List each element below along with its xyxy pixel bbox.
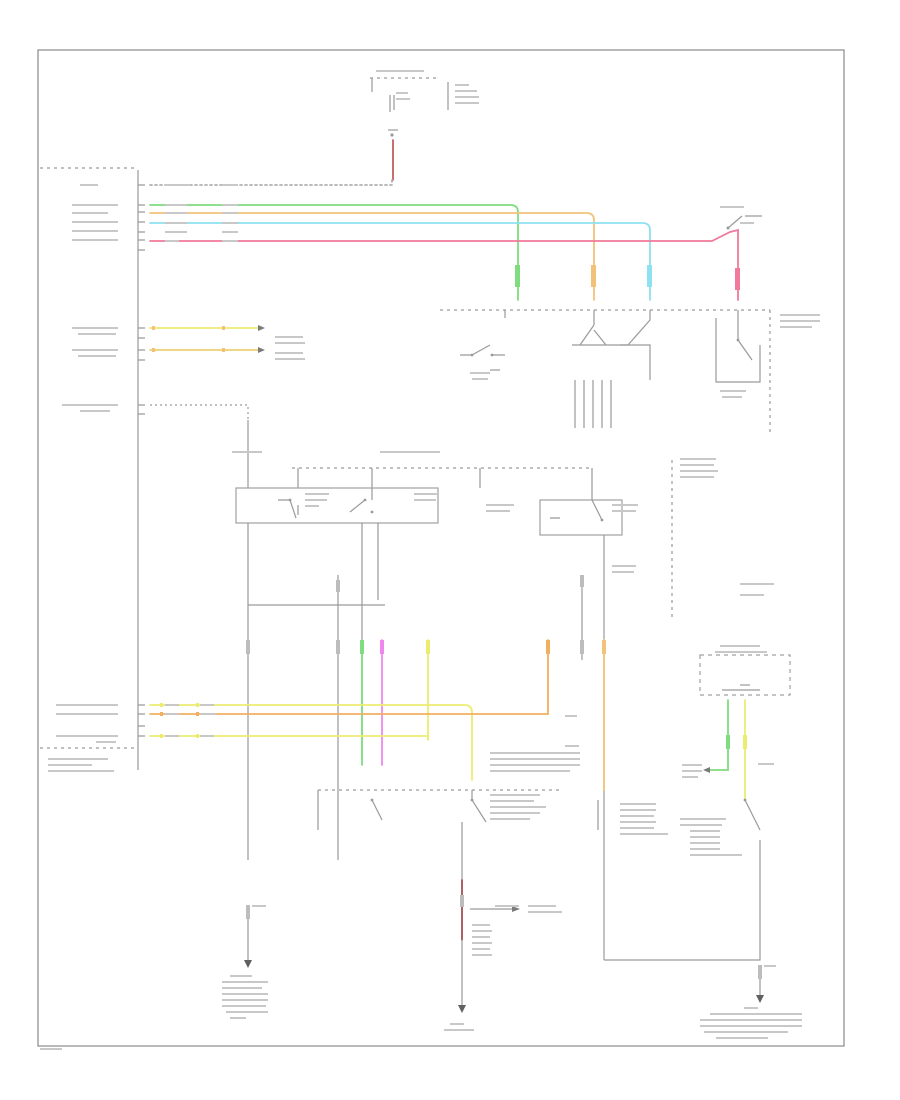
relay-feed-wire (150, 404, 249, 420)
wire-yellow-lower (149, 704, 473, 781)
bcm-battery-wire (149, 177, 393, 186)
wire-green-right (709, 699, 729, 771)
arrow-right-icon (258, 347, 265, 353)
arrow-right-icon (512, 906, 520, 912)
wire-cyan (149, 222, 651, 301)
wire-pink (149, 228, 739, 301)
hood-switch (726, 215, 762, 230)
arrow-right-icon (258, 325, 265, 331)
connector-pink (735, 268, 740, 290)
connector-orange (591, 265, 596, 287)
door-lock-switch (572, 310, 651, 428)
ground-icon (756, 995, 764, 1003)
ground-icon (244, 960, 252, 968)
trunk-switch (460, 344, 505, 371)
trunk-release-switch (461, 790, 487, 880)
wire-green (149, 204, 519, 301)
ground-icon (458, 1005, 466, 1013)
connector-green (515, 265, 520, 287)
hood-ajar-switch (715, 310, 761, 383)
label-texture (40, 70, 820, 1050)
body-control-module (40, 167, 145, 770)
diagram-frame (37, 49, 845, 1047)
hood-release-relay (539, 499, 623, 536)
arrow-left-icon (703, 767, 710, 773)
connector-cyan (647, 265, 652, 287)
trunk-lock-switch (370, 798, 383, 821)
mid-connectors (246, 575, 606, 654)
underhood-fuse-block (370, 77, 449, 181)
theft-deterrent-module (699, 654, 791, 696)
wire-orange (149, 212, 595, 301)
hood-open-switch (743, 798, 761, 860)
trunk-release-relay (235, 487, 439, 524)
